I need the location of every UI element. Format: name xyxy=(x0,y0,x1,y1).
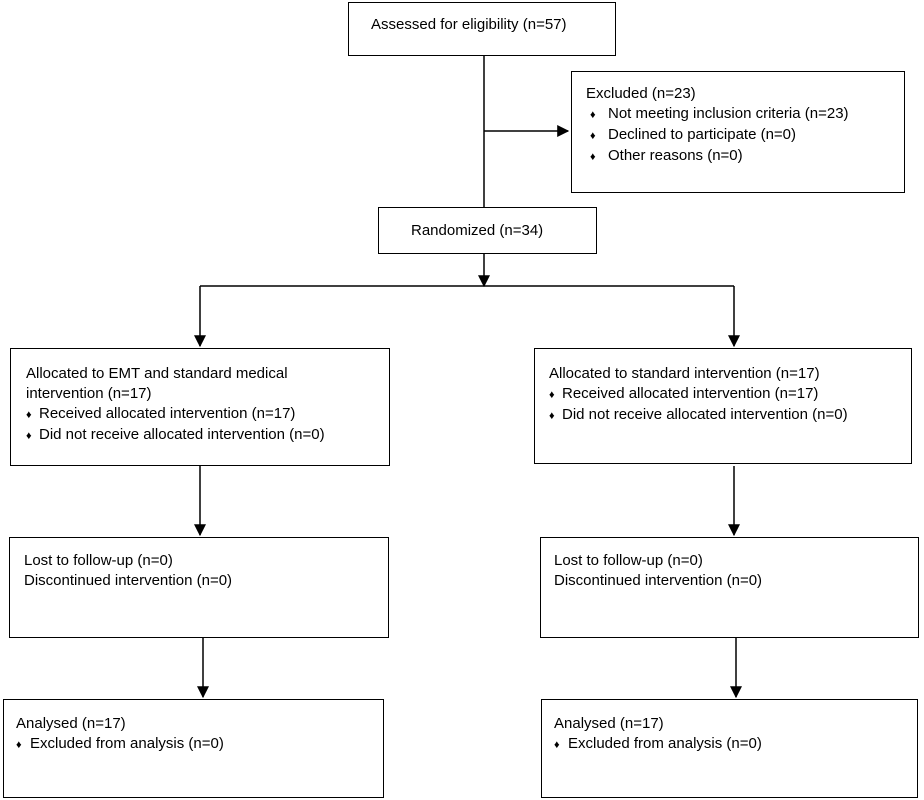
diamond-bullet-icon: ♦ xyxy=(590,130,596,142)
list-item: ♦ Excluded from analysis (n=0) xyxy=(16,734,383,755)
diamond-bullet-icon: ♦ xyxy=(549,389,555,401)
left-followup-lost: Lost to follow-up (n=0) xyxy=(24,552,173,569)
list-item: ♦ Did not receive allocated intervention… xyxy=(26,425,389,446)
excluded-item-2: Declined to participate (n=0) xyxy=(608,126,797,143)
randomized-box: Randomized (n=34) xyxy=(378,207,597,254)
diamond-bullet-icon: ♦ xyxy=(590,109,596,121)
right-allocation-title: Allocated to standard intervention (n=17… xyxy=(549,365,820,382)
excluded-box: Excluded (n=23) ♦ Not meeting inclusion … xyxy=(571,71,905,193)
left-allocation-title-2: intervention (n=17) xyxy=(26,385,152,402)
left-followup-discontinued: Discontinued intervention (n=0) xyxy=(24,572,233,589)
list-item: ♦ Received allocated intervention (n=17) xyxy=(26,404,389,425)
diamond-bullet-icon: ♦ xyxy=(549,410,555,422)
right-analysis-box: Analysed (n=17) ♦ Excluded from analysis… xyxy=(541,699,918,798)
right-analysis-item-1: Excluded from analysis (n=0) xyxy=(568,735,762,752)
assessed-title: Assessed for eligibility (n=57) xyxy=(371,16,567,33)
list-item: ♦ Declined to participate (n=0) xyxy=(586,125,904,146)
list-item: ♦ Excluded from analysis (n=0) xyxy=(554,734,917,755)
right-followup-discontinued: Discontinued intervention (n=0) xyxy=(554,572,763,589)
left-allocation-item-2: Did not receive allocated intervention (… xyxy=(39,426,325,443)
left-analysis-item-1: Excluded from analysis (n=0) xyxy=(30,735,224,752)
left-analysis-box: Analysed (n=17) ♦ Excluded from analysis… xyxy=(3,699,384,798)
diamond-bullet-icon: ♦ xyxy=(590,151,596,163)
list-item: ♦ Did not receive allocated intervention… xyxy=(549,405,911,426)
list-item: ♦ Not meeting inclusion criteria (n=23) xyxy=(586,104,904,125)
excluded-item-3: Other reasons (n=0) xyxy=(608,147,743,164)
left-followup-box: Lost to follow-up (n=0) Discontinued int… xyxy=(9,537,389,638)
right-allocation-box: Allocated to standard intervention (n=17… xyxy=(534,348,912,464)
left-allocation-title-1: Allocated to EMT and standard medical xyxy=(26,365,288,382)
right-followup-lost: Lost to follow-up (n=0) xyxy=(554,552,703,569)
left-allocation-box: Allocated to EMT and standard medical in… xyxy=(10,348,390,466)
assessed-box: Assessed for eligibility (n=57) xyxy=(348,2,616,56)
left-allocation-item-1: Received allocated intervention (n=17) xyxy=(39,405,296,422)
diamond-bullet-icon: ♦ xyxy=(26,409,32,421)
diamond-bullet-icon: ♦ xyxy=(554,739,560,751)
excluded-item-1: Not meeting inclusion criteria (n=23) xyxy=(608,105,849,122)
right-allocation-item-1: Received allocated intervention (n=17) xyxy=(562,385,819,402)
right-allocation-item-2: Did not receive allocated intervention (… xyxy=(562,406,848,423)
list-item: ♦ Received allocated intervention (n=17) xyxy=(549,384,911,405)
randomized-title: Randomized (n=34) xyxy=(411,222,544,239)
list-item: ♦ Other reasons (n=0) xyxy=(586,146,904,167)
right-followup-box: Lost to follow-up (n=0) Discontinued int… xyxy=(540,537,919,638)
diamond-bullet-icon: ♦ xyxy=(16,739,22,751)
diamond-bullet-icon: ♦ xyxy=(26,430,32,442)
left-analysis-title: Analysed (n=17) xyxy=(16,715,126,732)
excluded-title: Excluded (n=23) xyxy=(586,85,696,102)
right-analysis-title: Analysed (n=17) xyxy=(554,715,664,732)
